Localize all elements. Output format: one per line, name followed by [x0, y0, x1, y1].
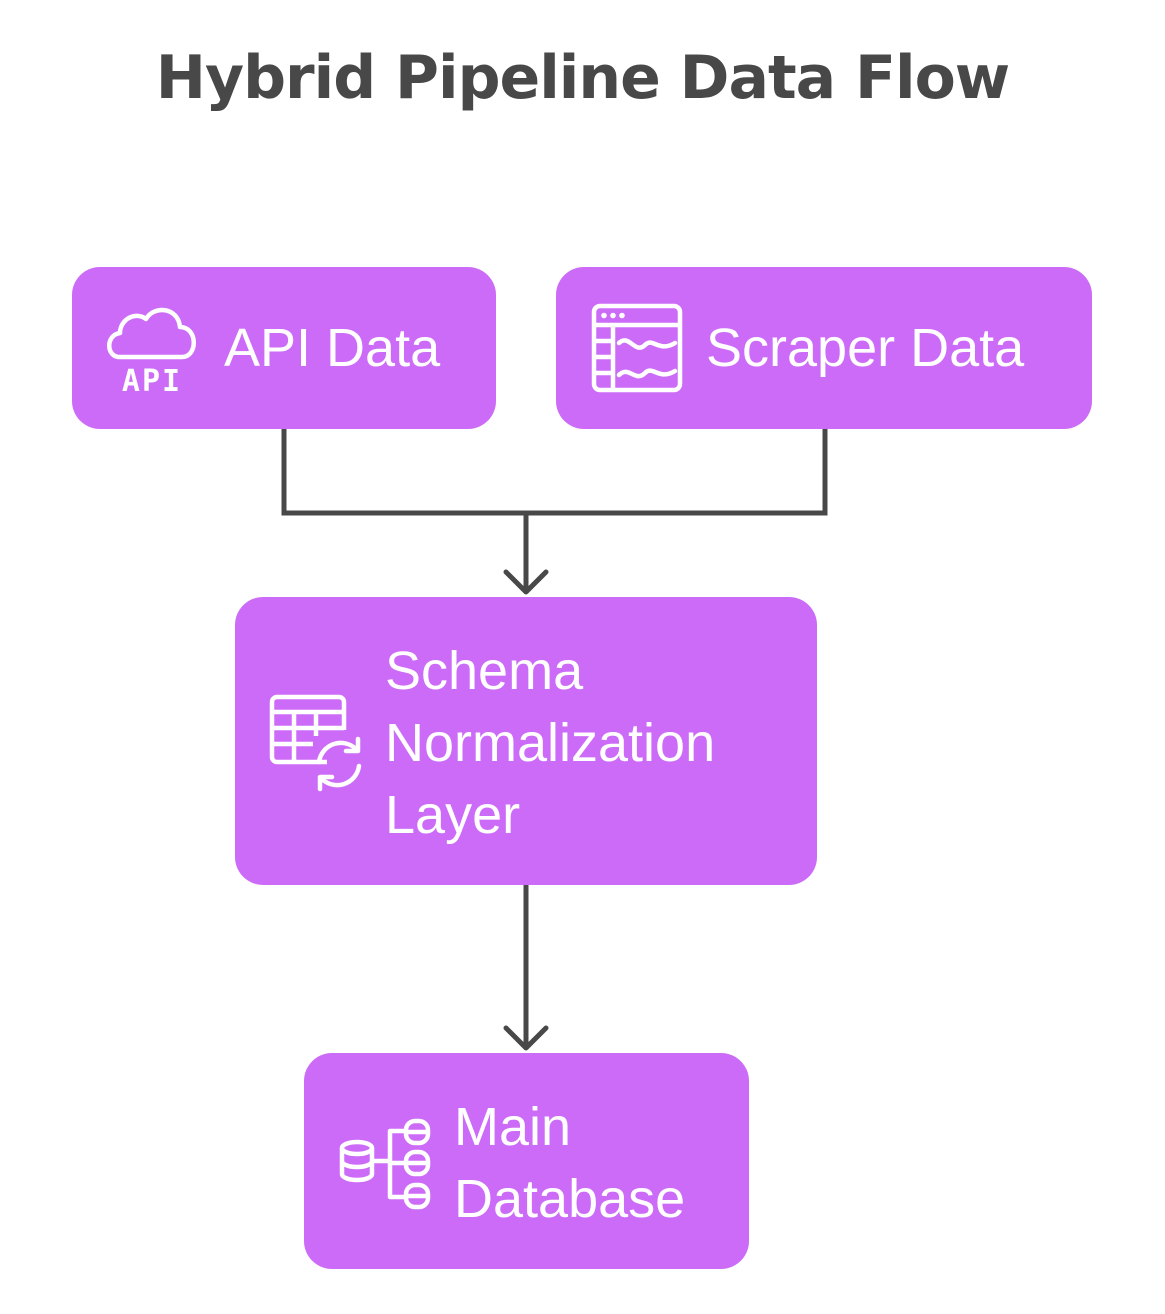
svg-text:API: API — [122, 364, 182, 399]
diagram-title: Hybrid Pipeline Data Flow — [155, 43, 1010, 113]
node-label-line: Database — [454, 1169, 686, 1229]
edge-scraper-to-merge — [526, 429, 828, 516]
node-label-line: Schema — [385, 641, 584, 701]
node-label: Main Database — [454, 1091, 685, 1235]
database-hierarchy-icon — [338, 1115, 434, 1211]
cloud-api-icon: API — [104, 299, 200, 399]
node-schema-normalization-layer[interactable]: Schema Normalization Layer — [235, 597, 817, 885]
node-label-line: Normalization — [385, 713, 716, 773]
arrowhead-database — [503, 1025, 549, 1051]
arrowhead-schema — [503, 569, 549, 595]
table-sync-icon — [269, 694, 365, 792]
web-scraper-icon — [591, 303, 683, 393]
node-label-line: Layer — [385, 785, 521, 845]
node-label: API Data — [224, 318, 441, 378]
node-label: Schema Normalization Layer — [385, 635, 715, 851]
node-label-line: Main — [454, 1097, 572, 1157]
edge-api-to-merge — [281, 429, 526, 516]
node-label: Scraper Data — [706, 318, 1025, 378]
node-main-database[interactable]: Main Database — [304, 1053, 749, 1269]
node-api-data[interactable]: API API Data — [72, 267, 496, 429]
node-scraper-data[interactable]: Scraper Data — [556, 267, 1092, 429]
